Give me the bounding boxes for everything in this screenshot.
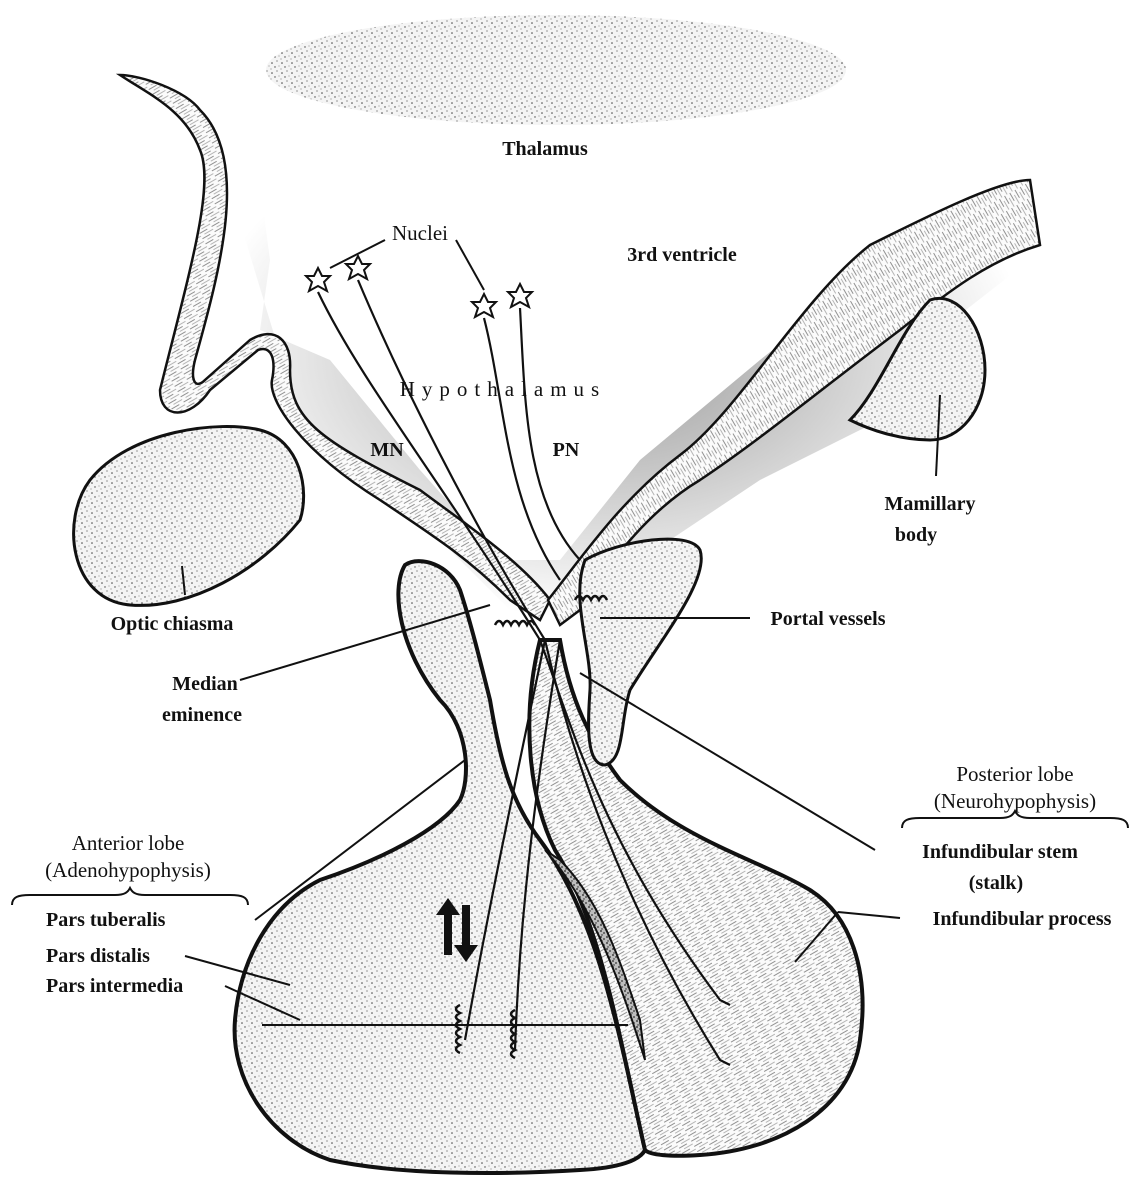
thalamus-shape bbox=[266, 15, 846, 125]
label-pars-distalis: Pars distalis bbox=[46, 945, 150, 967]
label-third-ventricle: 3rd ventricle bbox=[627, 244, 737, 266]
nucleus-star-1 bbox=[306, 268, 330, 291]
stalk-knob bbox=[580, 539, 702, 765]
label-infundibular-process: Infundibular process bbox=[933, 908, 1112, 930]
nucleus-star-2 bbox=[346, 256, 370, 279]
label-portal-vessels: Portal vessels bbox=[771, 608, 886, 630]
label-median-1: Median bbox=[172, 673, 238, 695]
posterior-bracket bbox=[902, 811, 1128, 828]
label-pars-tuberalis: Pars tuberalis bbox=[46, 909, 166, 931]
nucleus-star-3 bbox=[472, 294, 496, 317]
label-infundibular-stem-1: Infundibular stem bbox=[922, 841, 1078, 863]
anterior-bracket bbox=[12, 888, 248, 905]
label-hypothalamus: Hypothalamus bbox=[400, 377, 606, 401]
label-infundibular-stem-2: (stalk) bbox=[969, 872, 1023, 894]
nucleus-star-4 bbox=[508, 284, 532, 307]
label-median-2: eminence bbox=[162, 704, 242, 726]
label-optic-chiasma: Optic chiasma bbox=[111, 613, 234, 635]
label-posterior-2: (Neurohypophysis) bbox=[934, 789, 1096, 813]
label-mamillary-1: Mamillary bbox=[884, 493, 975, 515]
label-pars-intermedia: Pars intermedia bbox=[46, 975, 183, 997]
label-anterior-1: Anterior lobe bbox=[72, 831, 185, 855]
label-anterior-2: (Adenohypophysis) bbox=[45, 858, 211, 882]
label-pn: PN bbox=[553, 439, 580, 461]
optic-chiasma-shape bbox=[74, 427, 304, 606]
label-mamillary-2: body bbox=[895, 524, 937, 546]
label-nuclei: Nuclei bbox=[392, 221, 448, 245]
label-mn: MN bbox=[370, 439, 404, 461]
label-posterior-1: Posterior lobe bbox=[956, 762, 1073, 786]
label-thalamus: Thalamus bbox=[502, 138, 588, 160]
